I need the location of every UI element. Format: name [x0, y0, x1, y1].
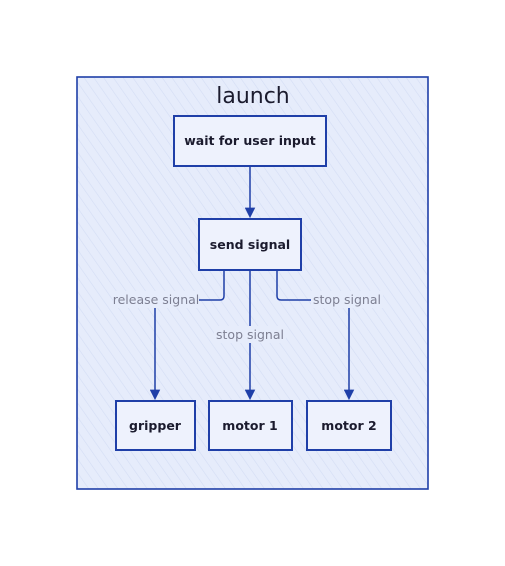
- node-label-motor1: motor 1: [222, 418, 277, 433]
- node-gripper: gripper: [115, 400, 196, 451]
- node-label-gripper: gripper: [129, 418, 182, 433]
- edge-label-stop-signal-right: stop signal: [313, 292, 381, 307]
- node-label-send: send signal: [210, 237, 290, 252]
- edge-labels: release signal stop signal stop signal: [113, 291, 383, 343]
- node-send-signal: send signal: [198, 218, 302, 271]
- node-wait-for-user-input: wait for user input: [173, 115, 327, 167]
- edge-label-stop-signal-middle: stop signal: [216, 327, 284, 342]
- edge-label-release-signal: release signal: [113, 292, 200, 307]
- cluster-title: launch: [216, 84, 290, 109]
- node-label-wait: wait for user input: [184, 133, 316, 148]
- node-motor-2: motor 2: [306, 400, 392, 451]
- node-motor-1: motor 1: [208, 400, 293, 451]
- node-label-motor2: motor 2: [321, 418, 376, 433]
